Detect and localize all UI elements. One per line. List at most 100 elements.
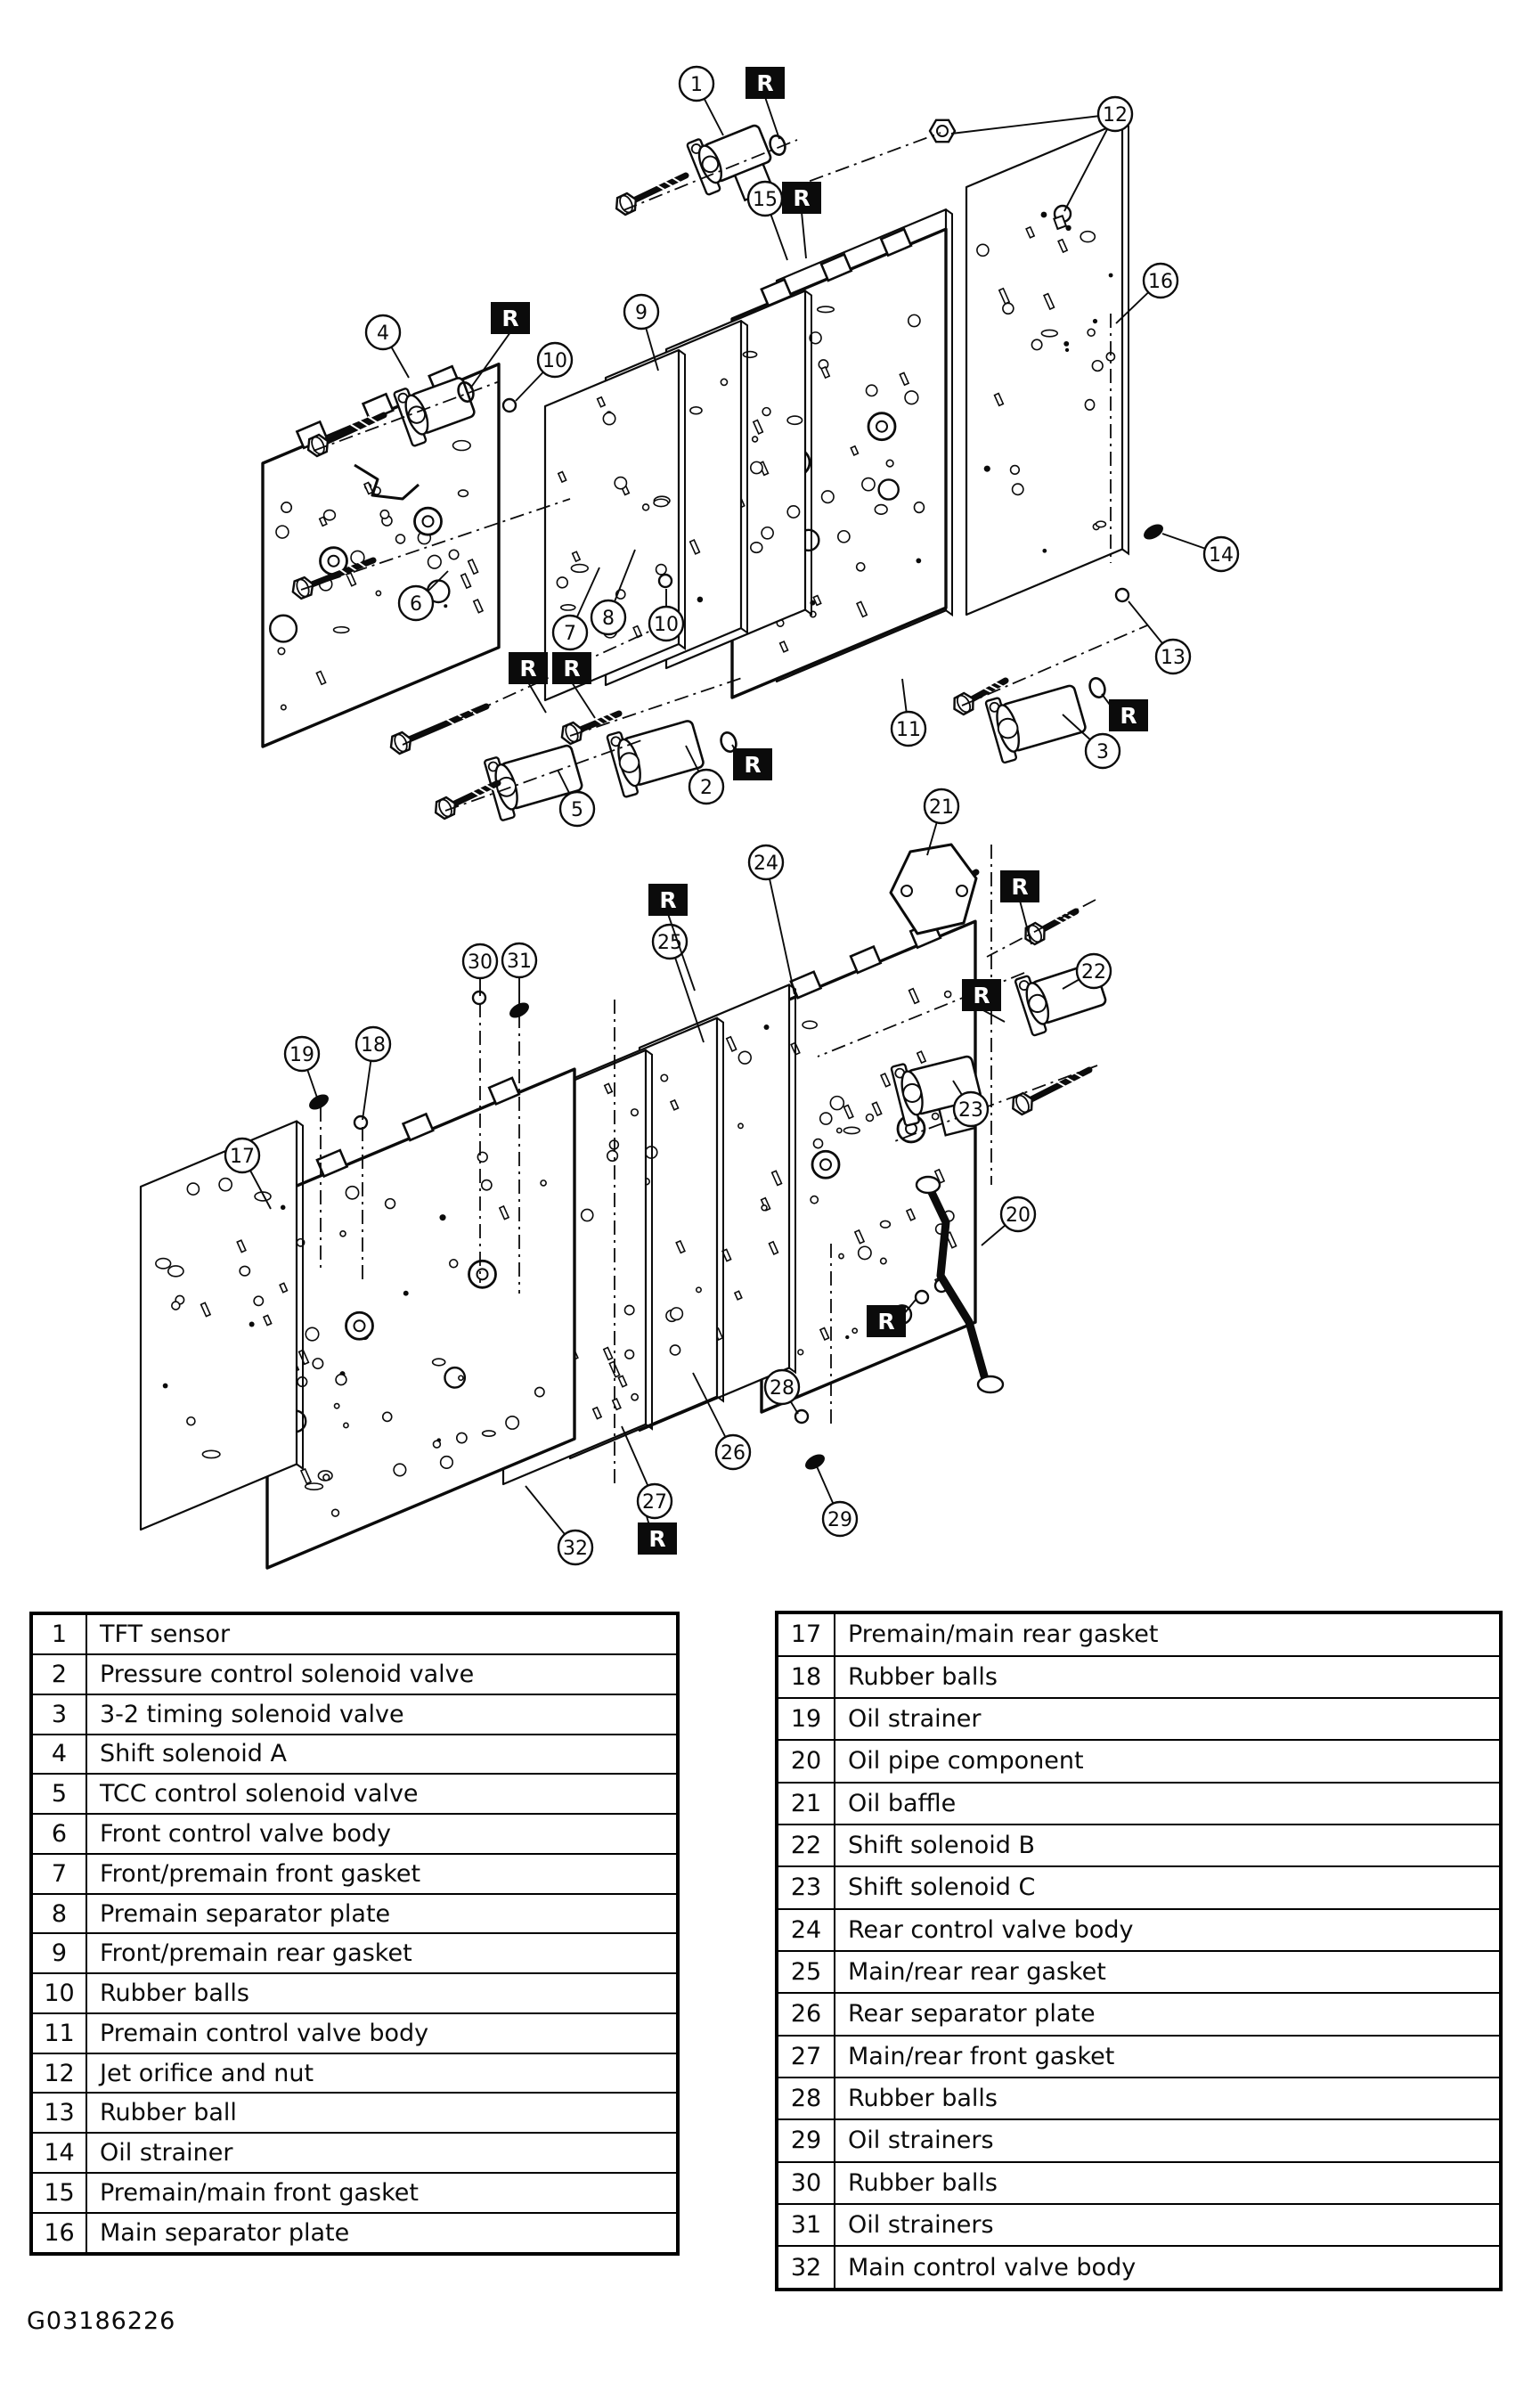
r-marker-box	[509, 652, 548, 684]
callout-12: 12	[950, 95, 1134, 212]
part-number-cell: 19	[776, 1696, 835, 1742]
callout-circle	[1202, 535, 1240, 573]
part-number-cell: 12	[30, 2052, 87, 2094]
callout-circle	[557, 1529, 594, 1566]
part-description-cell: Premain/main rear gasket	[834, 1612, 1502, 1657]
part-description-cell: Rubber balls	[86, 1972, 679, 2014]
callout-17: 17	[224, 1137, 272, 1210]
part-description-cell: Premain/main front gasket	[86, 2172, 679, 2214]
callout-14: 14	[1161, 533, 1240, 573]
r-marker: R	[552, 652, 596, 719]
callout-number: 20	[1006, 1204, 1031, 1227]
r-marker-label: R	[973, 983, 990, 1008]
part-description-cell: TFT sensor	[86, 1612, 679, 1656]
part-number-cell: 9	[30, 1932, 87, 1975]
part-description-cell: Oil strainer	[86, 2132, 679, 2174]
part-description-cell: Premain separator plate	[86, 1892, 679, 1935]
part-description-cell: Main separator plate	[86, 2211, 679, 2256]
part-number-cell: 16	[30, 2211, 87, 2256]
bolt	[953, 677, 1009, 716]
part-number-cell: 26	[776, 1992, 835, 2037]
callout-number: 31	[507, 951, 532, 973]
r-marker: R	[746, 67, 785, 140]
callout-23: 23	[952, 1080, 990, 1128]
detent-lever	[354, 463, 420, 501]
part-description-cell: Pressure control solenoid valve	[86, 1653, 679, 1695]
callout-number: 11	[896, 719, 921, 741]
solenoid-pressure-solenoid-2	[606, 720, 705, 798]
callout-circle	[501, 942, 538, 979]
part-number-cell: 4	[30, 1733, 87, 1776]
part-number-cell: 20	[776, 1739, 835, 1784]
callout-number: 12	[1103, 104, 1128, 127]
part-description-cell: Oil strainers	[834, 2202, 1502, 2248]
oil-strainer	[1144, 524, 1163, 540]
callout-number: 15	[753, 189, 778, 211]
callout-7: 7	[551, 567, 600, 651]
callout-number: 8	[602, 608, 615, 630]
callout-number: 26	[721, 1442, 746, 1465]
part-description-cell: TCC control solenoid valve	[86, 1773, 679, 1816]
callout-13: 13	[1128, 600, 1192, 675]
part-description-cell: Oil strainer	[834, 1696, 1502, 1742]
callout-number: 16	[1148, 271, 1173, 293]
callout-circle	[1154, 638, 1192, 675]
callout-number: 2	[700, 777, 713, 799]
small-parts	[309, 118, 1163, 1470]
r-marker-box	[962, 979, 1001, 1011]
r-marker-box	[552, 652, 591, 684]
callout-number: 30	[468, 951, 493, 974]
callout-15: 15	[746, 180, 788, 261]
part-description-cell: Oil strainers	[834, 2118, 1502, 2163]
callout-circle	[558, 790, 596, 828]
r-marker-label: R	[519, 656, 536, 682]
callout-2: 2	[685, 745, 725, 805]
part-number-cell: 10	[30, 1972, 87, 2014]
part-description-cell: Rear control valve body	[834, 1907, 1502, 1952]
r-marker-box	[638, 1522, 677, 1555]
callout-30: 30	[461, 943, 499, 996]
part-description-cell: Front control valve body	[86, 1813, 679, 1855]
callout-number: 5	[571, 799, 583, 821]
rubber-ball	[353, 1114, 369, 1131]
callout-number: 32	[563, 1538, 588, 1560]
callout-26: 26	[692, 1372, 752, 1471]
part-number-cell: 17	[776, 1612, 835, 1657]
callout-number: 27	[642, 1491, 667, 1514]
callout-circle	[551, 614, 589, 651]
r-marker-box	[733, 748, 772, 780]
callout-circle	[763, 1368, 801, 1406]
callout-circle	[536, 341, 574, 379]
callout-circle	[1142, 262, 1179, 299]
rubber-ball	[471, 990, 487, 1006]
callout-number: 3	[1096, 741, 1109, 763]
r-marker-box	[782, 182, 821, 214]
callout-number: 4	[377, 322, 389, 345]
r-marker: R	[782, 182, 821, 259]
part-number-cell: 29	[776, 2118, 835, 2163]
part-description-cell: Shift solenoid C	[834, 1865, 1502, 1910]
part-number-cell: 28	[776, 2076, 835, 2121]
r-marker: R	[1000, 870, 1039, 945]
part-number-cell: 15	[30, 2172, 87, 2214]
callout-number: 14	[1209, 544, 1234, 567]
bolt	[615, 172, 689, 216]
callout-circle	[354, 1025, 392, 1063]
part-number-cell: 27	[776, 2034, 835, 2078]
part-description-cell: Front/premain front gasket	[86, 1852, 679, 1895]
callout-circle	[688, 768, 725, 805]
